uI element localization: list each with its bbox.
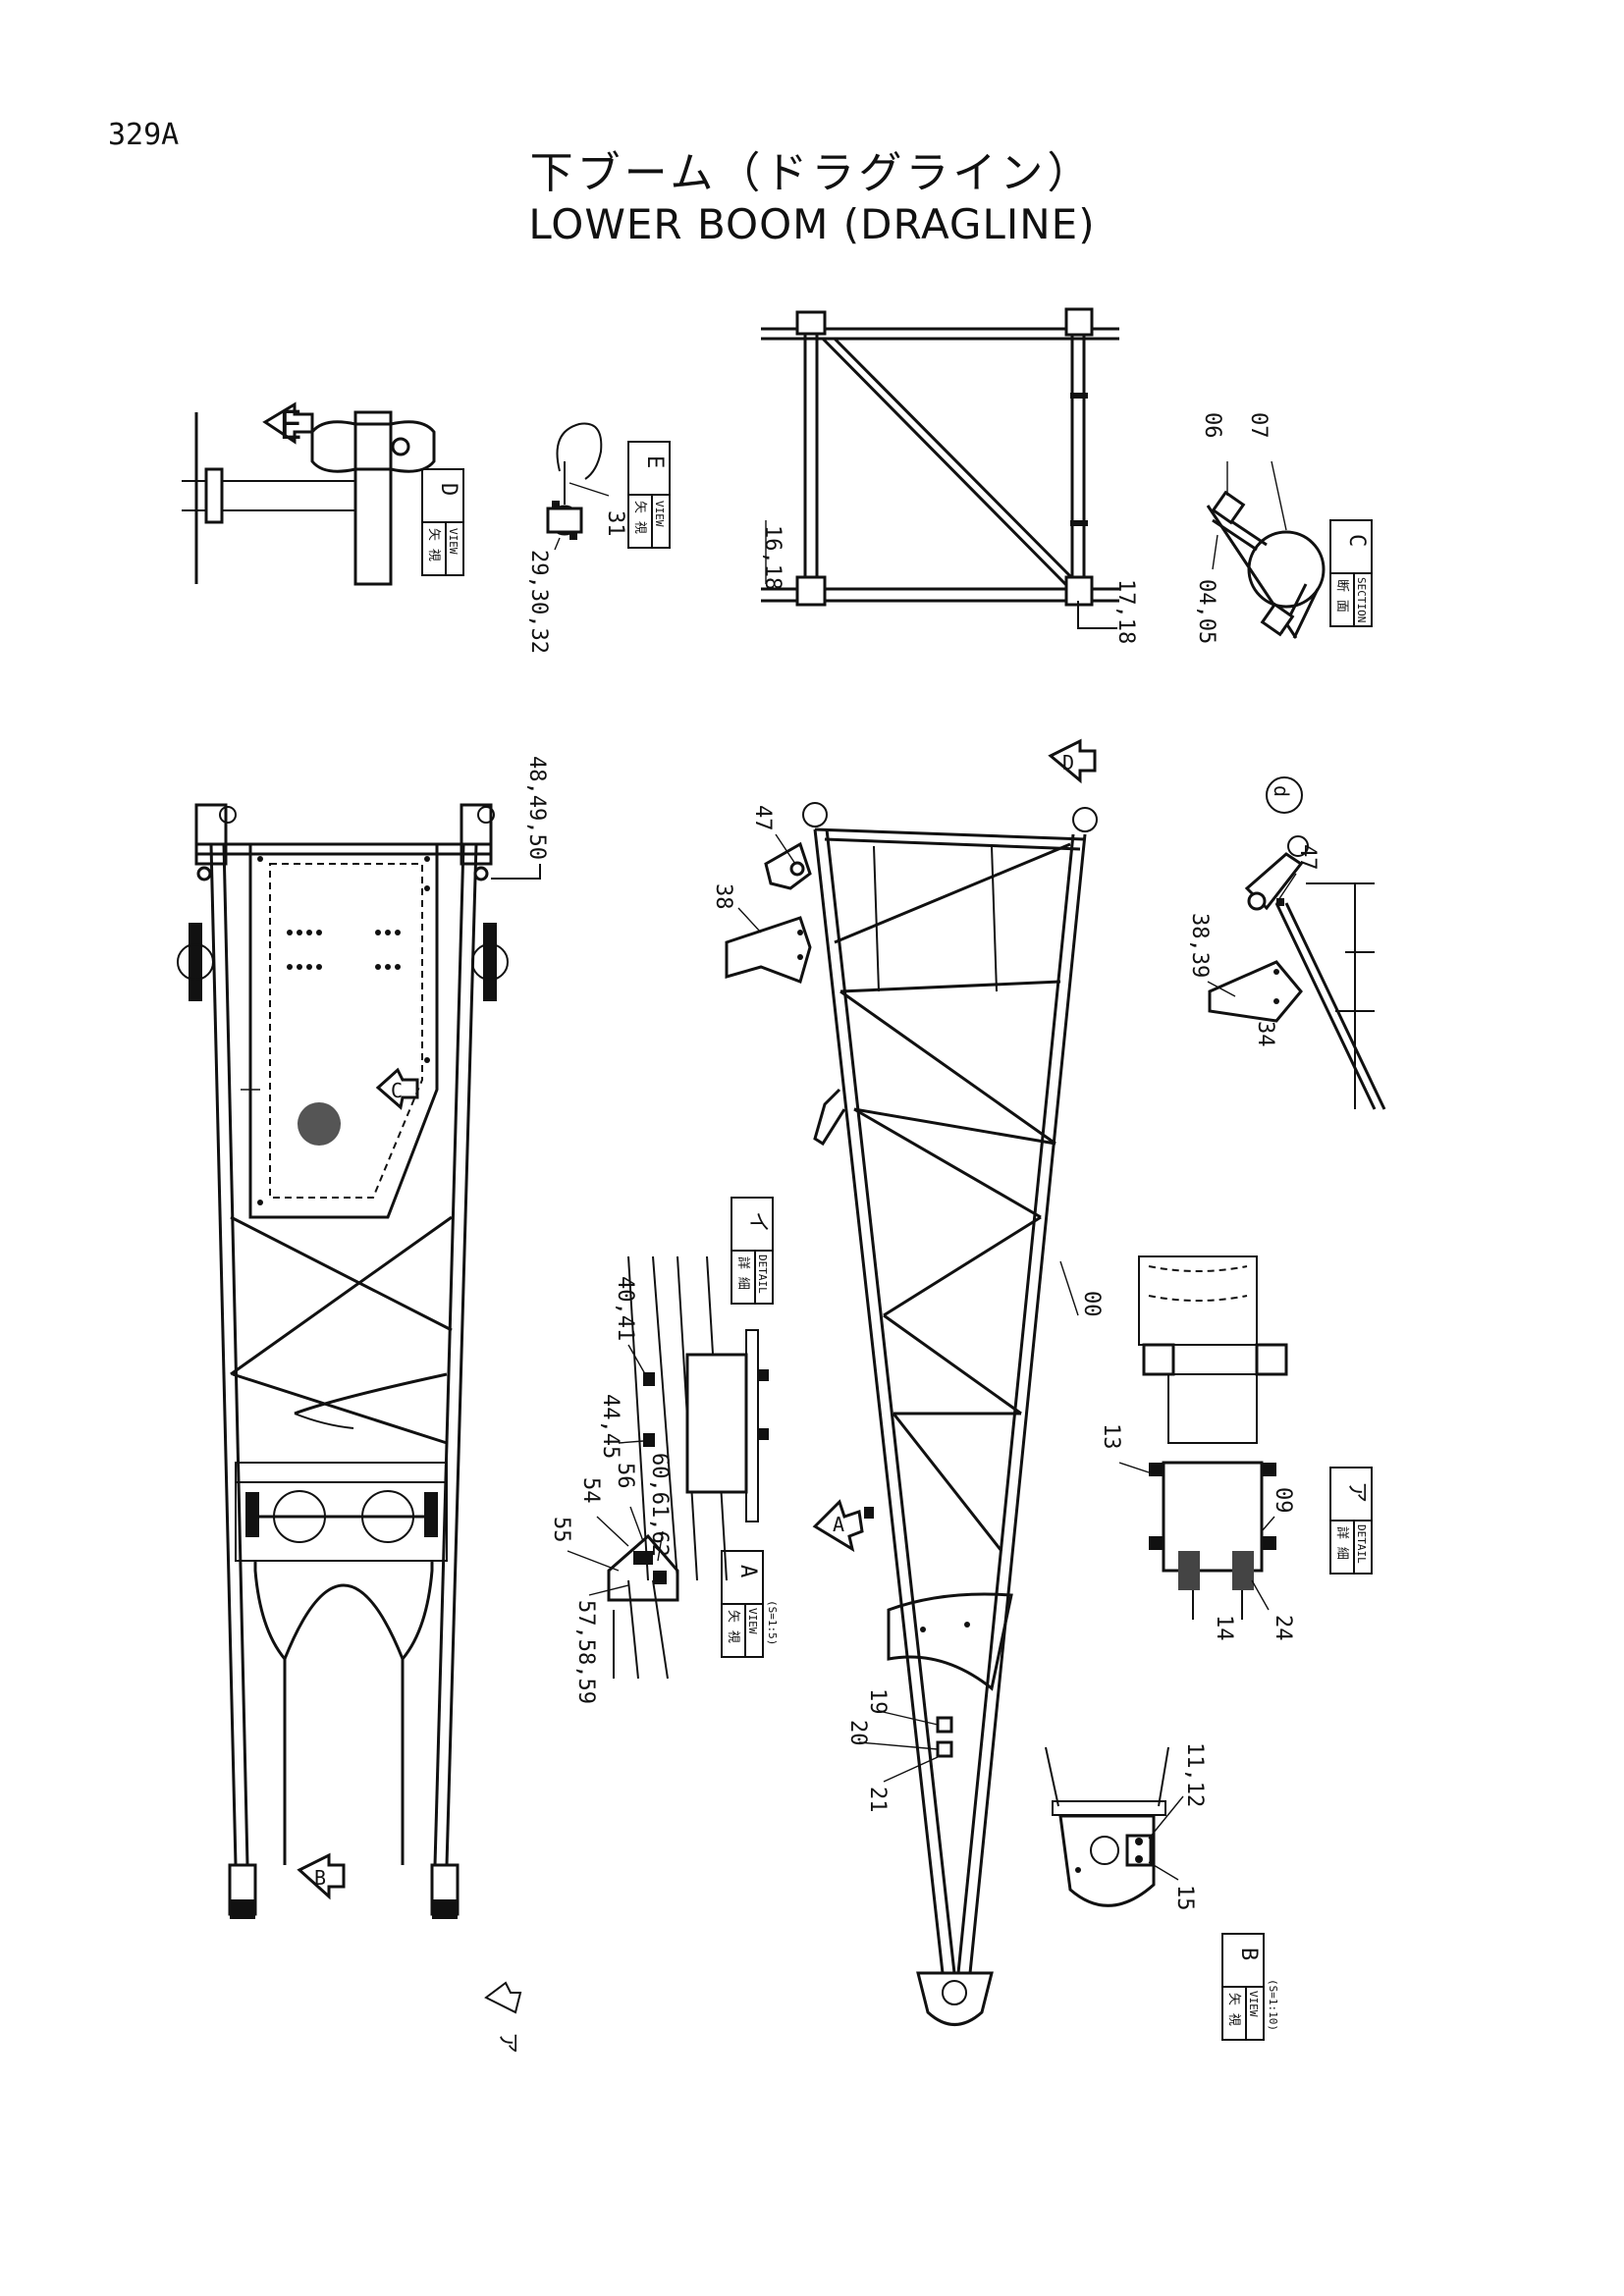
callout-57-58-59: 57,58,59 bbox=[573, 1600, 598, 1704]
view-a-jp: 矢 視 bbox=[726, 1610, 740, 1643]
boom-elevation-view: D 47 38 00 19 20 21 A bbox=[711, 738, 1104, 2026]
boom-cross-section-frame: 17,18 16,18 bbox=[760, 307, 1138, 644]
section-c-detail: 06 07 04,05 C 断 面 SECTION bbox=[1194, 412, 1373, 644]
arrow-tag-d-small: d bbox=[1270, 785, 1293, 797]
detail-i-jp: 詳 細 bbox=[735, 1256, 751, 1290]
title-english: LOWER BOOM (DRAGLINE) bbox=[528, 200, 1096, 248]
callout-54: 54 bbox=[578, 1477, 603, 1504]
view-b-jp: 矢 視 bbox=[1226, 1993, 1241, 2026]
arrow-tag-c: C bbox=[391, 1079, 403, 1102]
callout-29-30-32: 29,30,32 bbox=[526, 550, 551, 654]
callout-06: 06 bbox=[1200, 412, 1224, 439]
view-d-en: VIEW bbox=[447, 528, 460, 555]
callout-60-61-62: 60,61,62 bbox=[647, 1453, 672, 1557]
arrow-tag-a: A bbox=[833, 1513, 844, 1536]
callout-14: 14 bbox=[1212, 1615, 1236, 1641]
view-e-jp: 矢 視 bbox=[632, 501, 647, 534]
view-b-detail: 11,12 15 B 矢 視 VIEW (S=1:10) bbox=[1045, 1742, 1279, 2041]
callout-04-05: 04,05 bbox=[1194, 579, 1218, 644]
view-a-detail: 54 56 60,61,62 55 57,58,59 A 矢 視 VIEW (S… bbox=[549, 1453, 779, 1704]
view-b-en: VIEW bbox=[1247, 1991, 1260, 2017]
callout-11-12: 11,12 bbox=[1182, 1742, 1207, 1807]
callout-15: 15 bbox=[1172, 1885, 1197, 1911]
callout-56: 56 bbox=[613, 1463, 637, 1489]
detail-a-kana-jp: 詳 細 bbox=[1334, 1526, 1350, 1560]
view-b-letter: B bbox=[1236, 1948, 1261, 1960]
view-d-jp: 矢 視 bbox=[426, 528, 441, 561]
arrow-tag-b: B bbox=[314, 1866, 326, 1890]
view-e-en: VIEW bbox=[653, 501, 666, 527]
callout-47-detail: 47 bbox=[1295, 844, 1320, 871]
callout-00: 00 bbox=[1079, 1291, 1104, 1317]
view-a-letter: A bbox=[735, 1565, 760, 1577]
view-e-letter: E bbox=[642, 455, 667, 468]
callout-44-45: 44,45 bbox=[598, 1394, 623, 1459]
callout-17-18: 17,18 bbox=[1113, 579, 1138, 644]
callout-16-18: 16,18 bbox=[760, 525, 785, 590]
callout-34: 34 bbox=[1253, 1021, 1277, 1047]
detail-a-kana-letter: ア bbox=[1344, 1481, 1369, 1503]
view-d-detail: E D 矢 視 VIEW bbox=[182, 401, 464, 586]
detail-i-en: DETAIL bbox=[756, 1255, 769, 1294]
callout-55: 55 bbox=[549, 1517, 573, 1543]
callout-31: 31 bbox=[603, 510, 627, 537]
callout-24: 24 bbox=[1271, 1615, 1295, 1641]
plate-holes bbox=[257, 856, 430, 1205]
section-c-jp: 断 面 bbox=[1334, 579, 1349, 613]
callout-20: 20 bbox=[845, 1720, 870, 1746]
callout-40-41: 40,41 bbox=[613, 1276, 637, 1341]
callout-47-main: 47 bbox=[750, 805, 775, 831]
view-e-detail: 31 29,30,32 E 矢 視 VIEW bbox=[526, 422, 671, 654]
detail-a-kana-en: DETAIL bbox=[1355, 1524, 1368, 1564]
arrow-tag-a-kana: ア bbox=[495, 2032, 519, 2054]
callout-09: 09 bbox=[1271, 1487, 1295, 1514]
section-c-letter: C bbox=[1344, 534, 1369, 547]
callout-07: 07 bbox=[1246, 412, 1271, 439]
section-c-en: SECTION bbox=[1355, 577, 1368, 622]
boom-plan-view: C B ア 48,49,50 bbox=[177, 756, 549, 2054]
detail-i-letter: イ bbox=[745, 1211, 770, 1233]
callout-13: 13 bbox=[1099, 1423, 1123, 1450]
head-bracket-detail: d 47 38,39 34 bbox=[1187, 776, 1386, 1110]
callout-38-39: 38,39 bbox=[1187, 913, 1212, 978]
arrow-tag-e: E bbox=[279, 403, 302, 449]
view-d-letter: D bbox=[436, 483, 460, 496]
page-number: 329A bbox=[108, 118, 180, 152]
detail-i: 40,41 44,45 イ 詳 細 DETAIL bbox=[598, 1197, 774, 1581]
callout-21: 21 bbox=[865, 1787, 890, 1813]
view-b-scale: (S=1:10) bbox=[1267, 1979, 1279, 2031]
callout-19: 19 bbox=[865, 1688, 890, 1715]
callout-48-49-50: 48,49,50 bbox=[524, 756, 549, 860]
callout-38: 38 bbox=[711, 883, 735, 910]
detail-a-kana: 13 09 14 24 ア 詳 細 DETAIL bbox=[1099, 1255, 1373, 1641]
view-a-en: VIEW bbox=[746, 1608, 759, 1634]
arrow-tag-d: D bbox=[1062, 751, 1074, 774]
title-japanese: 下ブーム（ドラグライン） bbox=[529, 148, 1095, 198]
view-a-scale: (S=1:5) bbox=[766, 1600, 779, 1645]
